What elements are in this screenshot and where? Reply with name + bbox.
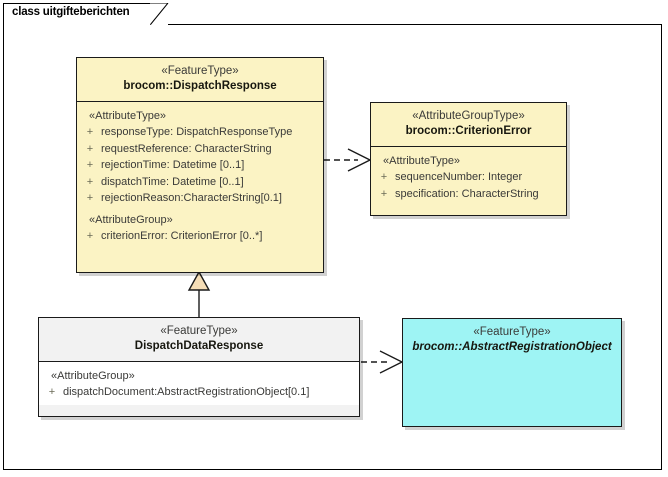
attribute-visibility: + bbox=[86, 159, 94, 171]
class-box-dispatch-response[interactable]: «FeatureType» brocom::DispatchResponse «… bbox=[76, 57, 324, 273]
class-header-dispatch-data-response: «FeatureType» DispatchDataResponse bbox=[39, 318, 359, 362]
attribute-row: + specification: CharacterString bbox=[373, 186, 564, 203]
class-name: brocom::CriterionError bbox=[405, 125, 532, 137]
attribute-text: criterionError: CriterionError [0..*] bbox=[101, 229, 263, 242]
class-body-criterion-error: «AttributeType» + sequenceNumber: Intege… bbox=[371, 147, 566, 206]
class-box-dispatch-data-response[interactable]: «FeatureType» DispatchDataResponse «Attr… bbox=[38, 317, 360, 417]
attribute-text: sequenceNumber: Integer bbox=[395, 171, 523, 183]
diagram-title: class uitgifteberichten bbox=[12, 6, 130, 18]
compartment-label-attributegroup: «AttributeGroup» bbox=[89, 213, 173, 226]
class-header-criterion-error: «AttributeGroupType» brocom::CriterionEr… bbox=[371, 103, 566, 147]
attribute-visibility: + bbox=[86, 142, 94, 155]
class-header-dispatch-response: «FeatureType» brocom::DispatchResponse bbox=[77, 58, 323, 102]
attribute-visibility: + bbox=[86, 175, 94, 188]
class-stereotype: «FeatureType» bbox=[161, 65, 239, 77]
attribute-row: + dispatchDocument:AbstractRegistrationO… bbox=[41, 384, 357, 401]
diagram-frame-body bbox=[3, 24, 662, 470]
attribute-text: responseType: DispatchResponseType bbox=[101, 126, 293, 138]
attribute-text: requestReference: CharacterString bbox=[101, 142, 272, 155]
attribute-visibility: + bbox=[86, 192, 94, 204]
class-name: DispatchDataResponse bbox=[134, 340, 264, 352]
class-stereotype: «FeatureType» bbox=[473, 326, 551, 338]
attribute-text: rejectionTime: Datetime [0..1] bbox=[101, 159, 245, 171]
class-box-criterion-error[interactable]: «AttributeGroupType» brocom::CriterionEr… bbox=[370, 102, 567, 216]
attribute-visibility: + bbox=[86, 126, 94, 138]
class-body-dispatch-response: «AttributeType» + responseType: Dispatch… bbox=[77, 102, 323, 248]
class-stereotype: «FeatureType» bbox=[160, 325, 238, 337]
class-box-abstract-registration-object[interactable]: «FeatureType» brocom::AbstractRegistrati… bbox=[402, 318, 622, 427]
attribute-row: + rejectionTime: Datetime [0..1] bbox=[79, 157, 321, 174]
attribute-row: + criterionError: CriterionError [0..*] bbox=[79, 228, 321, 245]
compartment-label-attributegroup: «AttributeGroup» bbox=[51, 370, 135, 382]
class-body-dispatch-data-response: «AttributeGroup» + dispatchDocument:Abst… bbox=[39, 362, 359, 405]
attribute-row: + sequenceNumber: Integer bbox=[373, 169, 564, 186]
attribute-visibility: + bbox=[380, 171, 388, 183]
class-name: brocom::AbstractRegistrationObject bbox=[412, 341, 612, 353]
attribute-row: + dispatchTime: Datetime [0..1] bbox=[79, 174, 321, 191]
attribute-text: dispatchTime: Datetime [0..1] bbox=[101, 175, 244, 188]
attribute-visibility: + bbox=[86, 229, 94, 242]
attribute-row: + rejectionReason:CharacterString[0.1] bbox=[79, 190, 321, 207]
attribute-visibility: + bbox=[380, 187, 388, 200]
attribute-visibility: + bbox=[48, 386, 56, 398]
class-name: brocom::DispatchResponse bbox=[123, 80, 277, 92]
attribute-row: + requestReference: CharacterString bbox=[79, 141, 321, 158]
compartment-label-attributetype: «AttributeType» bbox=[89, 110, 167, 122]
attribute-text: rejectionReason:CharacterString[0.1] bbox=[101, 192, 282, 204]
attribute-text: specification: CharacterString bbox=[395, 187, 539, 200]
diagram-frame-top-border bbox=[168, 24, 662, 25]
class-stereotype: «AttributeGroupType» bbox=[412, 110, 525, 122]
attribute-row: + responseType: DispatchResponseType bbox=[79, 124, 321, 141]
compartment-label-attributetype: «AttributeType» bbox=[383, 155, 461, 167]
class-header-abstract-registration-object: «FeatureType» brocom::AbstractRegistrati… bbox=[403, 319, 621, 362]
diagram-frame-tab-slope bbox=[150, 3, 172, 25]
attribute-text: dispatchDocument:AbstractRegistrationObj… bbox=[63, 386, 310, 398]
